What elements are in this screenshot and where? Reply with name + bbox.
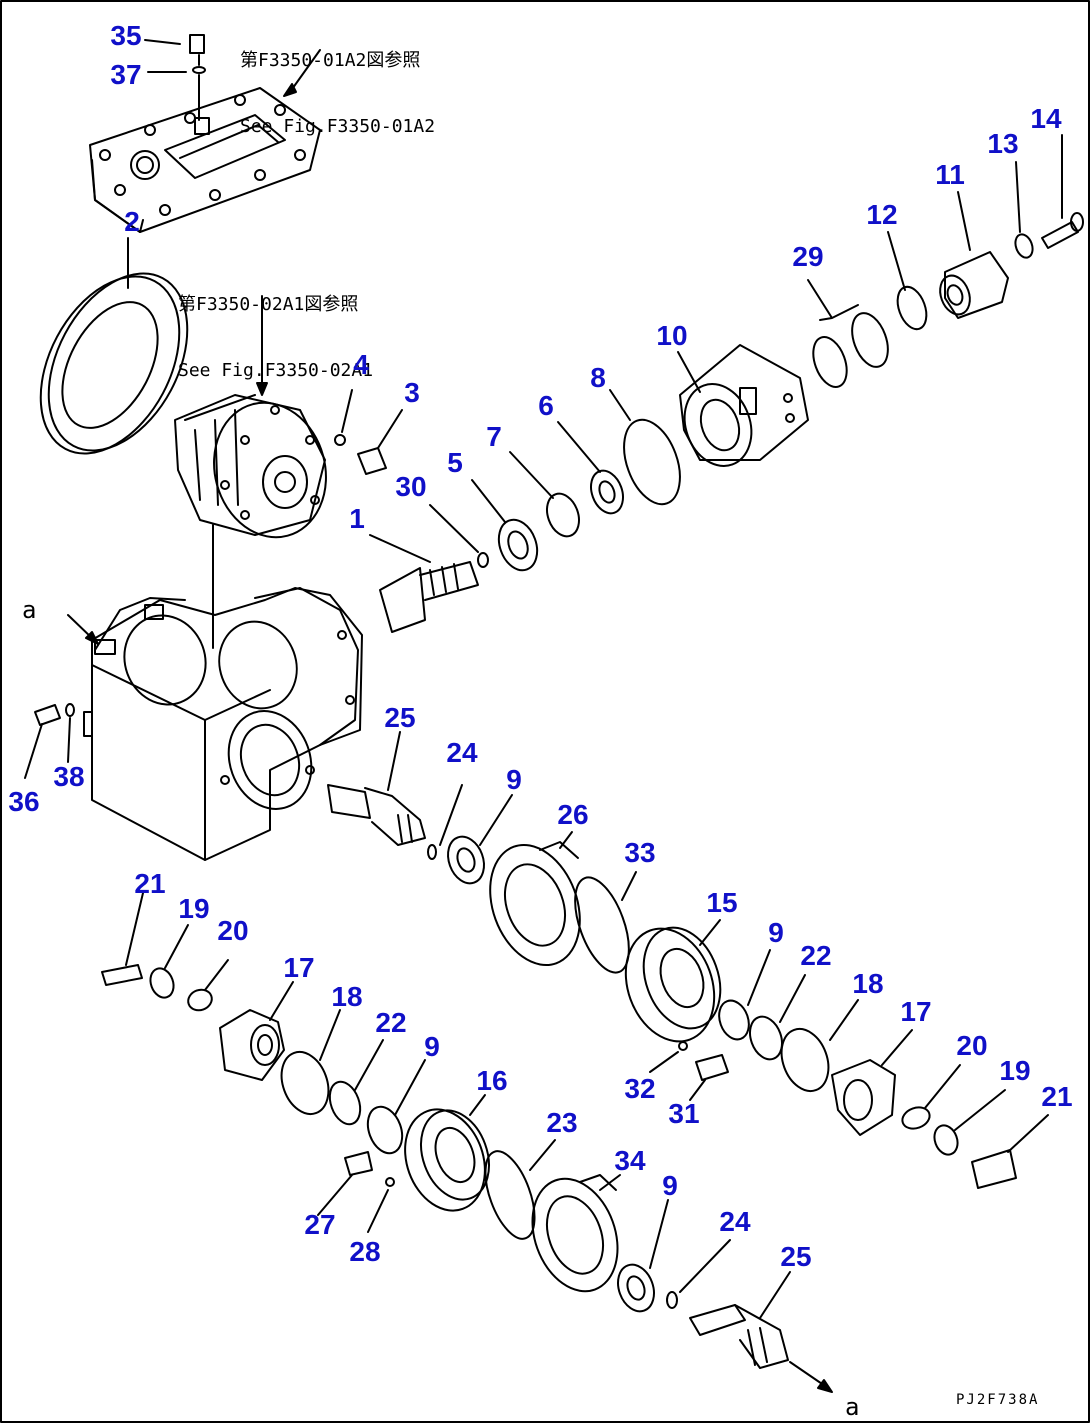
callout-10: 10	[656, 320, 688, 351]
drawing-code: PJ2F738A	[956, 1392, 1040, 1408]
pinion-shaft-part	[379, 561, 479, 633]
callout-9-a: 9	[506, 764, 522, 795]
callout-9-b: 9	[768, 917, 784, 948]
callout-33: 33	[624, 837, 656, 868]
callout-17-right: 17	[900, 996, 932, 1027]
cage-lower-part	[404, 1108, 490, 1212]
callout-19-right: 19	[999, 1055, 1031, 1086]
callout-5: 5	[447, 447, 463, 478]
callout-11: 11	[935, 159, 965, 190]
callout-22-right: 22	[800, 940, 832, 971]
reference-note-top-jp: 第F3350-01A2図参照	[240, 50, 421, 71]
callout-37: 37	[110, 59, 142, 90]
differential-part	[174, 394, 327, 539]
reference-note-mid: 第F3350-02A1図参照 See Fig.F3350-02A1	[178, 250, 373, 426]
callout-36: 36	[8, 786, 40, 817]
callout-3: 3	[404, 377, 420, 408]
callout-20-right: 20	[956, 1030, 988, 1061]
coupling-part	[939, 251, 1009, 319]
callout-13: 13	[987, 128, 1019, 159]
callout-19-left: 19	[178, 893, 210, 924]
callout-7: 7	[486, 421, 502, 452]
callout-26: 26	[557, 799, 589, 830]
cage-right-part	[624, 926, 722, 1043]
callout-30: 30	[395, 471, 427, 502]
bearing-cage-part	[679, 344, 809, 467]
ring-gear-part	[39, 272, 189, 455]
axle-shaft-upper-part	[327, 784, 426, 846]
callout-38: 38	[53, 761, 85, 792]
callout-24-upper: 24	[446, 737, 478, 768]
callout-35: 35	[110, 20, 142, 51]
callout-22-left: 22	[375, 1007, 407, 1038]
reference-note-top: 第F3350-01A2図参照 See Fig.F3350-01A2	[240, 6, 435, 182]
reference-letter-bottom: a	[845, 1393, 860, 1421]
reference-letter-left: a	[22, 596, 37, 624]
reference-note-mid-en: See Fig.F3350-02A1	[178, 360, 374, 381]
callout-32: 32	[624, 1073, 656, 1104]
callout-12: 12	[866, 199, 898, 230]
callout-20-left: 20	[217, 915, 249, 946]
callout-17-left: 17	[283, 952, 315, 983]
callout-9-d: 9	[662, 1170, 678, 1201]
callout-25-lower: 25	[780, 1241, 812, 1272]
callout-1: 1	[349, 503, 365, 534]
callout-31: 31	[668, 1098, 700, 1129]
flange-left-part	[219, 1009, 285, 1081]
callout-25-upper: 25	[384, 702, 416, 733]
callout-21-left: 21	[134, 868, 166, 899]
axle-shaft-lower-part	[689, 1304, 789, 1369]
top-cover-part	[89, 87, 321, 233]
callout-14: 14	[1030, 103, 1062, 134]
callout-29: 29	[792, 241, 824, 272]
callout-6: 6	[538, 390, 554, 421]
callout-16: 16	[476, 1065, 508, 1096]
callout-4: 4	[353, 349, 369, 380]
callout-18-right: 18	[852, 968, 884, 999]
callout-23: 23	[546, 1107, 578, 1138]
callout-21-right: 21	[1041, 1081, 1073, 1112]
reference-note-mid-jp: 第F3350-02A1図参照	[178, 294, 359, 315]
callout-8: 8	[590, 362, 606, 393]
callout-18-left: 18	[331, 981, 363, 1012]
reference-note-top-en: See Fig.F3350-01A2	[240, 116, 436, 137]
callout-34: 34	[614, 1145, 646, 1176]
axle-housing-part	[83, 587, 363, 861]
callout-2: 2	[124, 206, 140, 237]
callout-15: 15	[706, 887, 738, 918]
callout-24-lower: 24	[719, 1206, 751, 1237]
callout-9-c: 9	[424, 1031, 440, 1062]
callout-27: 27	[304, 1209, 336, 1240]
callout-28: 28	[349, 1236, 381, 1267]
